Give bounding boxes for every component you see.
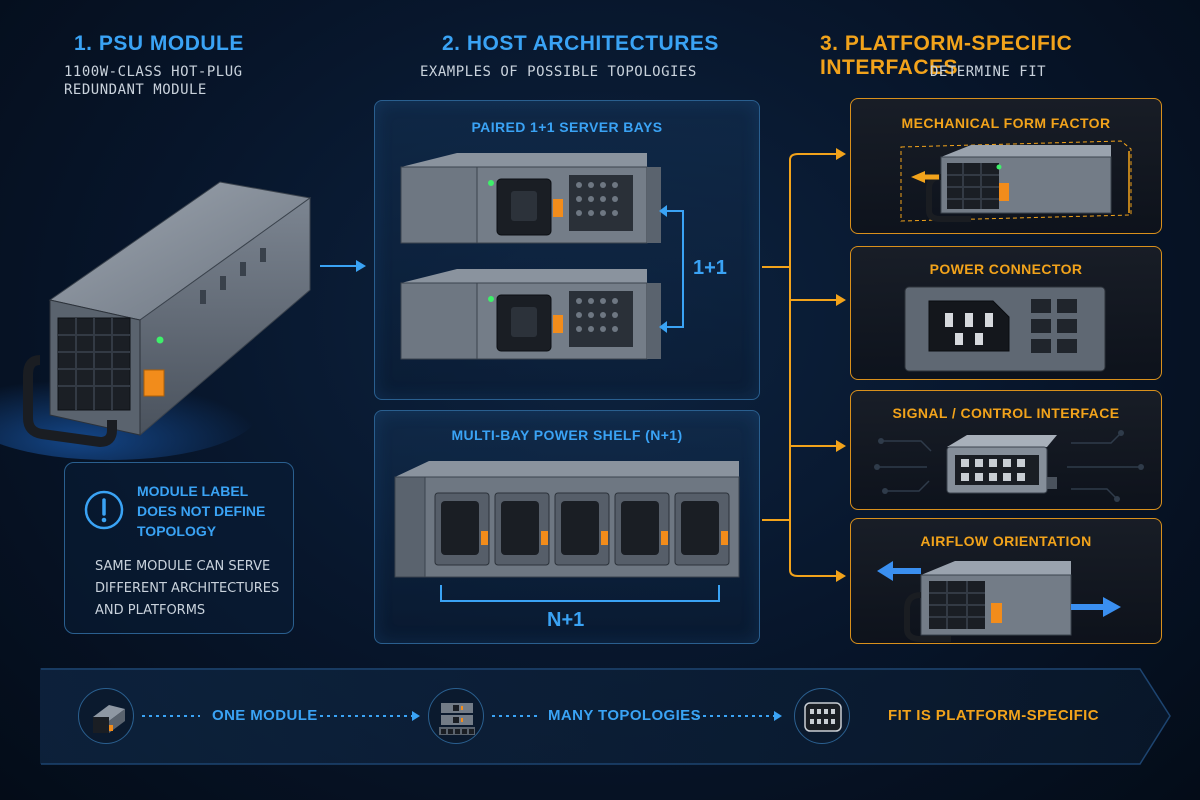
platform-interfaces-title: 3. PLATFORM-SPECIFIC INTERFACES — [820, 32, 1073, 79]
module-label-note: MODULE LABEL DOES NOT DEFINE TOPOLOGY SA… — [64, 462, 294, 634]
note-heading-3: TOPOLOGY — [137, 523, 217, 539]
psu-module-illustration — [0, 181, 312, 460]
interface-label-signal-control: SIGNAL / CONTROL INTERFACE — [892, 405, 1120, 421]
bottom-arrow-3 — [492, 715, 538, 717]
bottom-step-one-module: ONE MODULE — [212, 707, 318, 724]
interface-airflow-orientation: AIRFLOW ORIENTATION — [850, 518, 1162, 644]
psu-module-subtitle-2: REDUNDANT MODULE — [64, 82, 207, 98]
interface-label-power-connector: POWER CONNECTOR — [929, 261, 1083, 277]
paired-bays-label: PAIRED 1+1 SERVER BAYS — [471, 119, 663, 135]
note-heading-1: MODULE LABEL — [137, 483, 249, 499]
signal-connector-icon — [874, 430, 1144, 502]
host-architectures-subtitle: EXAMPLES OF POSSIBLE TOPOLOGIES — [420, 64, 697, 80]
shelf-bracket-label: N+1 — [547, 609, 585, 631]
host-architectures-title: 2. HOST ARCHITECTURES — [442, 32, 719, 55]
note-body-2: DIFFERENT ARCHITECTURES — [95, 581, 280, 596]
module-thumbnail-icon — [78, 688, 134, 744]
note-heading-2: DOES NOT DEFINE — [137, 503, 266, 519]
summary-bar — [40, 668, 1170, 764]
bottom-step-many-topologies: MANY TOPOLOGIES — [548, 707, 701, 724]
exclamation-icon — [84, 490, 124, 530]
psu-module-subtitle-1: 1100W-CLASS HOT-PLUG — [64, 64, 243, 80]
note-body-1: SAME MODULE CAN SERVE — [95, 559, 271, 574]
bottom-arrow-1 — [142, 715, 200, 717]
architectures-to-interfaces-connectors — [762, 148, 846, 582]
power-shelf-label: MULTI-BAY POWER SHELF (N+1) — [451, 427, 683, 443]
psu-module-title: 1. PSU MODULE — [74, 32, 244, 55]
form-factor-icon — [900, 140, 1132, 222]
bottom-arrow-2 — [320, 711, 420, 721]
paired-bays-panel: PAIRED 1+1 SERVER BAYS — [374, 100, 760, 400]
paired-server-illustration — [400, 153, 684, 360]
bottom-step-platform-fit: FIT IS PLATFORM-SPECIFIC — [888, 707, 1099, 724]
interface-label-mechanical: MECHANICAL FORM FACTOR — [901, 115, 1111, 131]
interface-power-connector: POWER CONNECTOR — [850, 246, 1162, 380]
airflow-icon — [877, 561, 1121, 642]
topologies-thumbnail-icon — [428, 688, 484, 744]
platform-interfaces-subtitle: DETERMINE FIT — [930, 64, 1047, 80]
power-connector-icon — [904, 286, 1106, 372]
arrow-module-to-architectures — [320, 260, 366, 272]
power-shelf-panel: MULTI-BAY POWER SHELF (N+1) N+1 — [374, 410, 760, 644]
paired-bracket-label: 1+1 — [693, 257, 727, 279]
note-body-3: AND PLATFORMS — [95, 603, 206, 618]
summary-bar-outline — [41, 668, 1171, 765]
bottom-arrow-4 — [696, 711, 782, 721]
platform-fit-thumbnail-icon — [794, 688, 850, 744]
interface-signal-control: SIGNAL / CONTROL INTERFACE — [850, 390, 1162, 510]
power-shelf-illustration — [394, 461, 740, 602]
interface-mechanical-form-factor: MECHANICAL FORM FACTOR — [850, 98, 1162, 234]
interface-label-airflow: AIRFLOW ORIENTATION — [920, 533, 1092, 549]
